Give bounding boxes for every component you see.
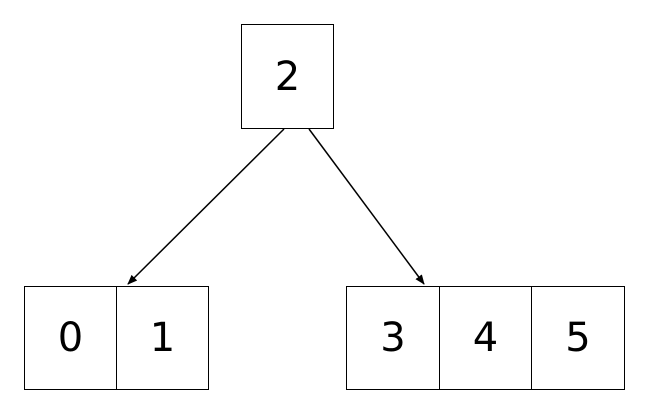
right-child-cell: 5 (531, 286, 625, 390)
right-child-cell: 3 (346, 286, 440, 390)
edge-root-to-left-child (127, 128, 285, 285)
left-child-cell: 0 (24, 286, 117, 390)
root-node: 2 (241, 24, 334, 129)
right-child-cell: 4 (439, 286, 532, 390)
right-child-cell-label: 5 (565, 315, 591, 361)
right-child-cell-label: 3 (380, 315, 406, 361)
left-child-cell: 1 (116, 286, 209, 390)
root-node-label: 2 (274, 53, 301, 100)
left-child-cell-label: 1 (149, 315, 176, 361)
right-child-cell-label: 4 (472, 315, 499, 361)
edge-root-to-right-child (308, 128, 425, 285)
left-child-cell-label: 0 (57, 315, 84, 361)
